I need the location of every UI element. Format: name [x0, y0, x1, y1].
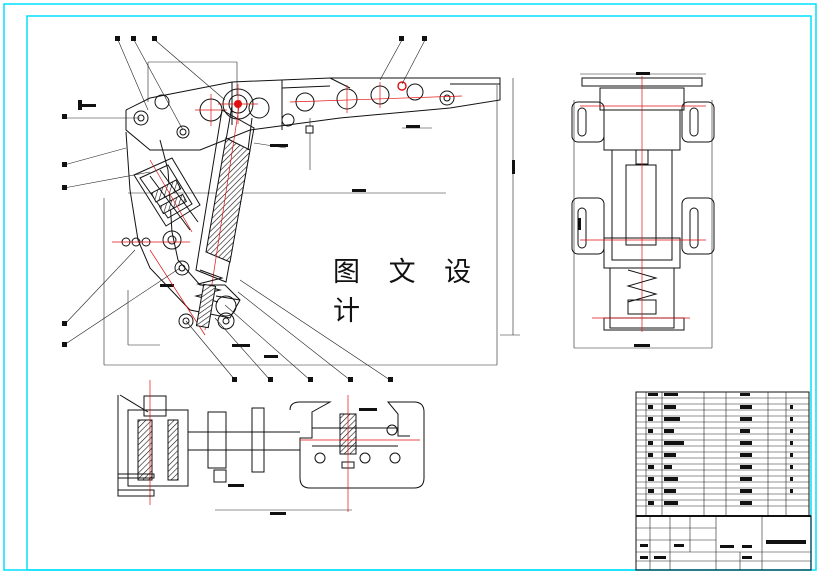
parts-list — [635, 391, 810, 517]
inner-frame — [26, 15, 812, 571]
title-block — [635, 515, 812, 571]
main-side-view — [62, 36, 520, 382]
bottom-views — [117, 380, 425, 515]
front-view — [571, 72, 715, 349]
watermark-text: 图 文 设 计 — [333, 257, 488, 327]
